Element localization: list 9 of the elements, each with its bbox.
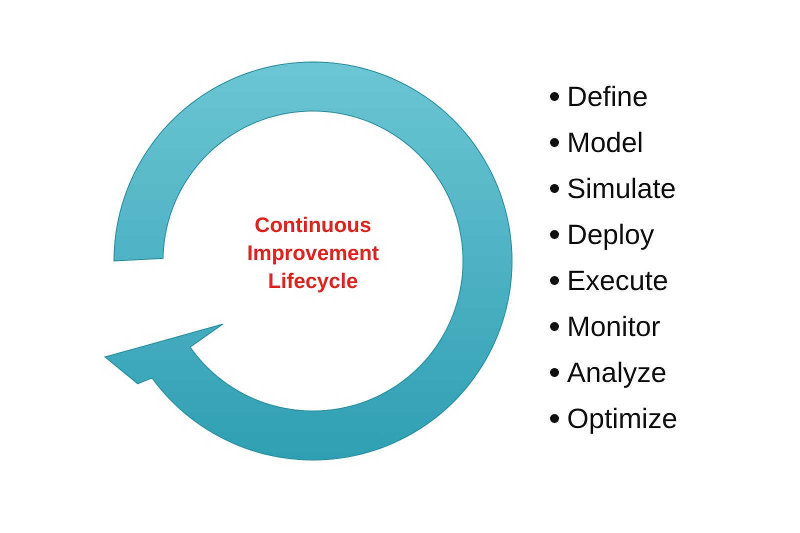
list-item: Execute — [550, 264, 668, 298]
list-item: Optimize — [550, 402, 678, 436]
list-item: Deploy — [550, 218, 654, 252]
list-item: Model — [550, 126, 644, 160]
list-item: Monitor — [550, 310, 660, 344]
list-item: Simulate — [550, 172, 676, 206]
list-item: Define — [550, 80, 648, 114]
center-title: Continuous Improvement Lifecycle — [246, 213, 380, 295]
list-item: Analyze — [550, 356, 667, 390]
